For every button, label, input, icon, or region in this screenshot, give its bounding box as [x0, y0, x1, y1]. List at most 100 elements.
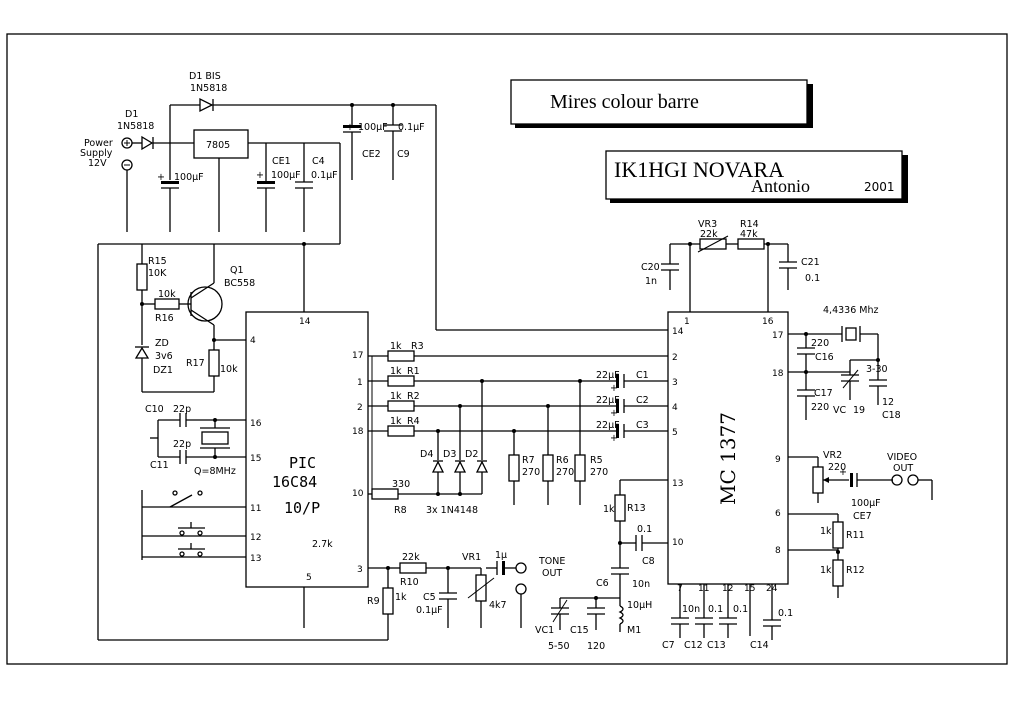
r12-label: R12 [846, 565, 865, 576]
power-label-1: Power [84, 138, 113, 149]
c9-value: 0.1µF [398, 122, 425, 133]
r11-value: 1k [820, 526, 832, 537]
vr1-value: 4k7 [489, 600, 507, 611]
c100a-value: 100µF [174, 172, 204, 183]
r6-value: 270 [556, 467, 574, 478]
c21-label: C21 [801, 257, 820, 268]
c8-value: 0.1 [637, 524, 652, 535]
vc1-label: VC1 [535, 625, 554, 636]
c1-label: C1 [636, 370, 649, 381]
vr2-label: VR2 [823, 450, 842, 461]
diodes-label: 3x 1N4148 [426, 505, 478, 516]
c10-value: 22p [173, 404, 191, 415]
power-label-2: Supply [80, 148, 113, 159]
dz1-label: DZ1 [153, 365, 173, 376]
mc-label: MC 1377 [716, 412, 740, 505]
c21-value: 0.1 [805, 273, 820, 284]
pic-pin-13: 13 [250, 554, 261, 564]
c6-value: 10n [632, 579, 650, 590]
rgb-network: 1k R3 1k R1 1k R2 1k R4 330 R8 [368, 341, 668, 516]
ce7-label: CE7 [853, 511, 872, 522]
ce1-plus: + [256, 170, 264, 181]
r3-value: 1k [390, 341, 402, 352]
vc-label: VC [833, 405, 846, 416]
tone-label: TONE [538, 556, 565, 567]
ce7-plus: + [839, 467, 847, 478]
pic-pin-4: 4 [250, 336, 256, 346]
c16-value: 220 [811, 338, 829, 349]
c20-value: 1n [645, 276, 657, 287]
mc-pin-5: 5 [672, 428, 678, 438]
r16-value: 10k [158, 289, 176, 300]
mc-pin-17: 17 [772, 331, 783, 341]
r17-value: 10k [220, 364, 238, 375]
zd-label: ZD [155, 338, 169, 349]
m1-value: 10µH [627, 600, 652, 611]
d1bis-label: D1 BIS [189, 71, 221, 82]
ce1-value: 100µF [271, 170, 301, 181]
c10-label: C10 [145, 404, 164, 415]
mc-pin-9: 9 [775, 455, 781, 465]
r16-label: R16 [155, 313, 174, 324]
title-box-author: IK1HGI NOVARA Antonio 2001 [605, 150, 908, 203]
mc-pin-4: 4 [672, 403, 678, 413]
pic-pin-3: 3 [357, 565, 363, 575]
c12-label: C12 [684, 640, 703, 651]
c7-value: 10n [682, 604, 700, 615]
c18-value: 12 [882, 397, 894, 408]
m1-label: M1 [627, 625, 641, 636]
mc-pin-18: 18 [772, 369, 784, 379]
q1-label: Q1 [230, 265, 244, 276]
mc-pin-6: 6 [775, 509, 781, 519]
r1-label: R1 [407, 366, 420, 377]
r8-value: 330 [392, 479, 410, 490]
pic-pin-10: 10 [352, 489, 364, 499]
vr3-label: VR3 [698, 219, 717, 230]
video-label: VIDEO [887, 452, 917, 463]
r6-label: R6 [556, 455, 569, 466]
title-author: IK1HGI NOVARA [614, 157, 784, 182]
c14-value: 0.1 [778, 608, 793, 619]
c4-value: 0.1µF [311, 170, 338, 181]
pic-pin-14: 14 [299, 317, 311, 327]
r4-label: R4 [407, 416, 420, 427]
c5-value: 0.1µF [416, 605, 443, 616]
c4-label: C4 [312, 156, 325, 167]
c100a-plus: + [157, 172, 165, 183]
c12-value: 0.1 [708, 604, 723, 615]
q1-value: BC558 [224, 278, 255, 289]
c14-label: C14 [750, 640, 769, 651]
r15-label: R15 [148, 256, 167, 267]
mc1377-ic: MC 1377 14 1 16 17 18 2 3 4 5 13 10 9 6 … [667, 311, 789, 594]
r10-label: R10 [400, 577, 419, 588]
mc-bottom-caps: 10n C7 0.1 C12 0.1 C13 0.1 C14 [662, 584, 793, 651]
c17-value: 220 [811, 402, 829, 413]
title-main: Mires colour barre [550, 91, 699, 113]
c3-plus: + [610, 433, 618, 444]
r3-label: R3 [411, 341, 424, 352]
r15-value: 10K [148, 268, 167, 279]
mc-top-section: VR3 22k R14 47k C20 1n C21 0.1 [641, 219, 820, 312]
r5-label: R5 [590, 455, 603, 466]
vr3-value: 22k [700, 229, 718, 240]
pic-pin-18: 18 [352, 427, 364, 437]
tone-section: 22k R10 R9 1k C5 0.1µF VR1 4k7 1µ TONE O… [367, 550, 565, 640]
c2-value: 22µF [596, 395, 620, 406]
vc-value: 3-30 [866, 364, 888, 375]
d2-label: D2 [465, 449, 478, 460]
pic-pin-16: 16 [250, 419, 262, 429]
pic-pin-11: 11 [250, 504, 261, 514]
xtal2-label: 4,4336 Mhz [823, 305, 878, 316]
c20-label: C20 [641, 262, 660, 273]
r8-label: R8 [394, 505, 407, 516]
r17-label: R17 [186, 358, 205, 369]
ce7-value: 100µF [851, 498, 881, 509]
r5-value: 270 [590, 467, 608, 478]
r4-value: 1k [390, 416, 402, 427]
power-supply-section: Power Supply 12V D1 1N5818 D1 BIS 1N5818… [80, 71, 668, 331]
c15-label: C15 [570, 625, 589, 636]
r14-value: 47k [740, 229, 758, 240]
r10-value: 22k [402, 552, 420, 563]
pic-pin-15: 15 [250, 454, 261, 464]
